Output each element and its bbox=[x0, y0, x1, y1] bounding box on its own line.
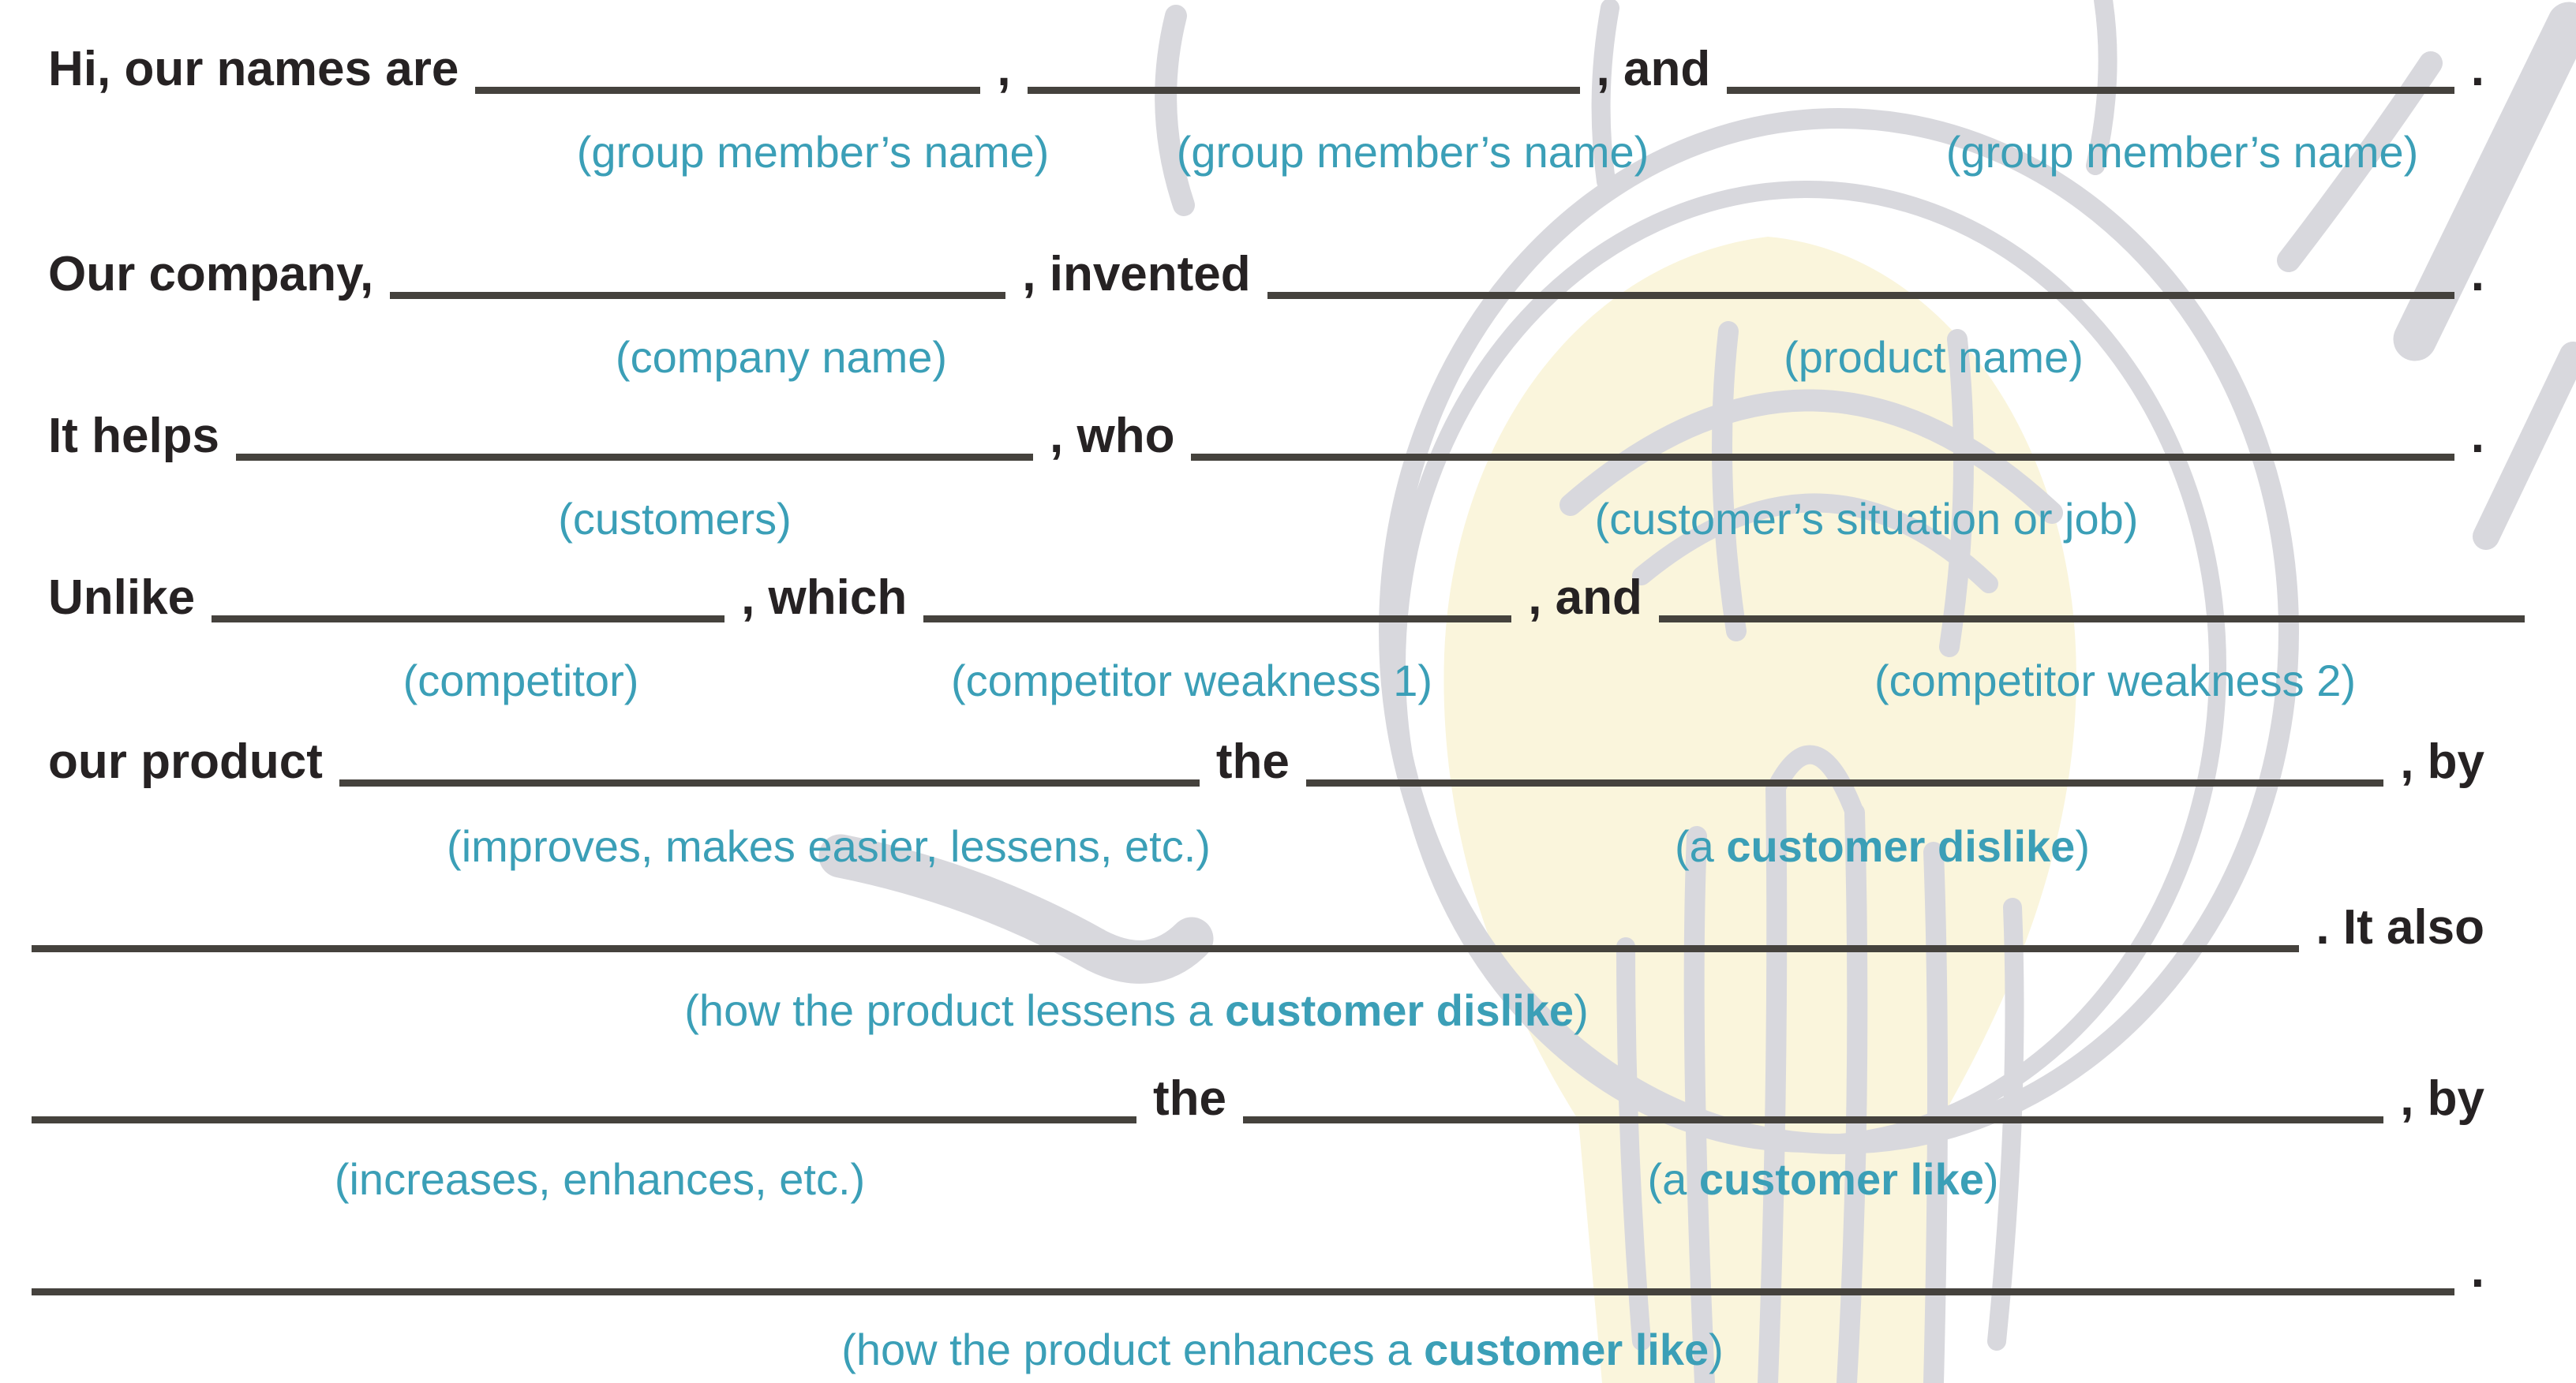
hint-text: (competitor weakness 2) bbox=[1874, 656, 2357, 705]
hint-customer-like: (a customer like) bbox=[1647, 1153, 1998, 1205]
hint-improvement-verb: (improves, makes easier, lessens, etc.) bbox=[447, 820, 1211, 872]
hint-text: (customers) bbox=[558, 494, 792, 544]
hint-text: (how the product lessens a bbox=[684, 985, 1226, 1035]
sentence-text: , and bbox=[1596, 42, 1711, 96]
hint-competitor-weakness-1: (competitor weakness 1) bbox=[951, 655, 1432, 706]
sentence-text: , and bbox=[1528, 570, 1642, 625]
blank-customers bbox=[236, 454, 1034, 461]
sentence-row-5: our product the , by bbox=[0, 734, 2576, 790]
sentence-text: , by bbox=[2400, 734, 2484, 789]
blank-competitor-weakness-1 bbox=[923, 615, 1512, 622]
sentence-text: our product bbox=[48, 734, 323, 789]
hint-enhancement-verb: (increases, enhances, etc.) bbox=[335, 1153, 865, 1205]
sentence-row-3: It helps , who . bbox=[0, 408, 2576, 464]
sentence-text: Unlike bbox=[48, 570, 196, 625]
blank-customer-like bbox=[1243, 1116, 2384, 1123]
hint-customer-situation: (customer’s situation or job) bbox=[1595, 493, 2139, 544]
blank-how-lessens-dislike bbox=[32, 945, 2300, 952]
hint-how-enhances-like: (how the product enhances a customer lik… bbox=[841, 1324, 1724, 1375]
hint-product-name: (product name) bbox=[1784, 331, 2084, 383]
blank-enhancement-verb bbox=[32, 1116, 1136, 1123]
hint-text-bold: customer like bbox=[1424, 1325, 1709, 1374]
hint-customer-dislike: (a customer dislike) bbox=[1675, 820, 2090, 872]
sentence-text: . It also bbox=[2316, 900, 2484, 955]
hint-text: (company name) bbox=[615, 332, 948, 382]
hint-text: (group member’s name) bbox=[1945, 127, 2419, 177]
blank-how-enhances-like bbox=[32, 1288, 2454, 1295]
sentence-text: . bbox=[2470, 409, 2484, 463]
hint-text: (a bbox=[1675, 821, 1727, 871]
blank-competitor-weakness-2 bbox=[1658, 615, 2525, 622]
hint-text-bold: customer dislike bbox=[1726, 821, 2076, 871]
sentence-row-1: Hi, our names are , , and . bbox=[0, 41, 2576, 97]
sentence-text: , invented bbox=[1022, 247, 1251, 301]
blank-group-member-1 bbox=[475, 87, 981, 94]
sentence-text: the bbox=[1153, 1071, 1226, 1126]
hint-text: (product name) bbox=[1784, 332, 2084, 382]
hint-text: (improves, makes easier, lessens, etc.) bbox=[447, 821, 1211, 871]
hint-customers: (customers) bbox=[558, 493, 792, 544]
blank-product-name bbox=[1267, 292, 2454, 299]
sentence-text: , who bbox=[1050, 409, 1175, 463]
hint-competitor: (competitor) bbox=[403, 655, 639, 706]
blank-customer-situation bbox=[1191, 454, 2454, 461]
sentence-text: the bbox=[1215, 734, 1290, 789]
hint-text: ) bbox=[1709, 1325, 1724, 1374]
sentence-row-2: Our company, , invented . bbox=[0, 246, 2576, 302]
hint-how-lessens-dislike: (how the product lessens a customer disl… bbox=[684, 985, 1588, 1036]
blank-company-name bbox=[390, 292, 1006, 299]
blank-product-improvement-verb bbox=[339, 779, 1200, 787]
sentence-text: . bbox=[2470, 1243, 2484, 1298]
blank-group-member-2 bbox=[1027, 87, 1580, 94]
hint-group-member-2: (group member’s name) bbox=[1177, 126, 1649, 178]
sentence-text: , bbox=[997, 42, 1011, 96]
sentence-text: , by bbox=[2400, 1071, 2484, 1126]
hint-group-member-3: (group member’s name) bbox=[1946, 126, 2419, 178]
hint-group-member-1: (group member’s name) bbox=[577, 126, 1050, 178]
hint-text: (competitor weakness 1) bbox=[950, 656, 1433, 705]
sentence-text: Our company, bbox=[48, 247, 374, 301]
hint-text: (how the product enhances a bbox=[841, 1325, 1425, 1374]
blank-competitor bbox=[212, 615, 725, 622]
hint-text: (increases, enhances, etc.) bbox=[334, 1154, 866, 1204]
hint-competitor-weakness-2: (competitor weakness 2) bbox=[1874, 655, 2356, 706]
hint-text: (a bbox=[1647, 1154, 1699, 1204]
sentence-text: . bbox=[2470, 42, 2484, 96]
hint-text-bold: customer like bbox=[1698, 1154, 1984, 1204]
hint-company-name: (company name) bbox=[616, 331, 947, 383]
blank-customer-dislike bbox=[1305, 779, 2384, 787]
hint-text: (group member’s name) bbox=[576, 127, 1050, 177]
sentence-text: . bbox=[2470, 247, 2484, 301]
hint-text: (customer’s situation or job) bbox=[1594, 494, 2139, 544]
sentence-row-7: the , by bbox=[0, 1071, 2576, 1127]
sentence-row-8: . bbox=[0, 1243, 2576, 1299]
sentence-text: It helps bbox=[48, 409, 220, 463]
hint-text: (group member’s name) bbox=[1176, 127, 1649, 177]
hint-text: ) bbox=[1574, 985, 1589, 1035]
sentence-row-6: . It also bbox=[0, 899, 2576, 955]
hint-text: ) bbox=[1983, 1154, 1999, 1204]
blank-group-member-3 bbox=[1727, 87, 2454, 94]
sentence-text: Hi, our names are bbox=[48, 42, 459, 96]
hint-text: ) bbox=[2075, 821, 2090, 871]
hint-text: (competitor) bbox=[402, 656, 639, 705]
sentence-row-4: Unlike , which , and bbox=[0, 570, 2576, 626]
hint-text-bold: customer dislike bbox=[1225, 985, 1574, 1035]
sentence-text: , which bbox=[741, 570, 908, 625]
